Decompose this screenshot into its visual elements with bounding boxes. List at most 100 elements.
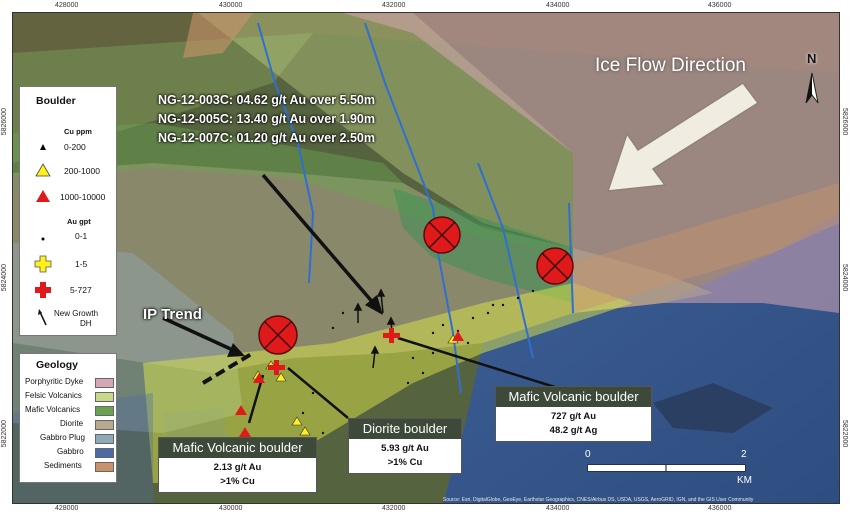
northing-tick-left: 5824000	[1, 264, 8, 292]
callout-leader	[287, 367, 349, 419]
geology-swatch	[95, 406, 114, 416]
callout-value: 48.2 g/t Ag	[549, 425, 598, 436]
boulder-legend: Boulder Cu ppm 0-200 200-1000 1000-10000…	[19, 86, 117, 336]
geology-item-label: Diorite	[60, 419, 84, 428]
geology-swatch	[95, 434, 114, 444]
geology-swatch	[95, 392, 114, 402]
map-frame: NG-12-003C: 04.62 g/t Au over 5.50m NG-1…	[12, 12, 840, 504]
geology-item-label: Sediments	[44, 461, 82, 470]
scale-end: 2	[741, 449, 747, 460]
ip-trend-label: IP Trend	[143, 306, 202, 323]
dh-label: New Growth	[54, 309, 99, 318]
geology-item: Felsic Volcanics	[20, 391, 116, 402]
cu-heading: Cu ppm	[64, 127, 92, 136]
geology-item: Diorite	[20, 419, 116, 430]
callout-mafic-volcanic-boulder-1: Mafic Volcanic boulder 2.13 g/t Au >1% C…	[158, 437, 317, 493]
northing-tick-right: 5822000	[841, 420, 848, 448]
north-arrow-icon	[805, 72, 819, 104]
geology-legend-title: Geology	[36, 359, 79, 371]
geology-item-label: Gabbro Plug	[40, 433, 85, 442]
geology-item: Gabbro Plug	[20, 433, 116, 444]
au-cross-samples	[268, 328, 400, 375]
ip-trend-line	[201, 351, 255, 385]
geology-item: Gabbro	[20, 447, 116, 458]
drill-result-line: NG-12-005C: 13.40 g/t Au over 1.90m	[158, 112, 375, 126]
red-cross-icon	[35, 282, 51, 298]
au-item-label: 0-1	[75, 231, 88, 241]
geology-swatch	[95, 448, 114, 458]
geology-swatch	[95, 420, 114, 430]
easting-tick-bottom: 432000	[382, 505, 406, 512]
northing-tick-right: 5824000	[841, 264, 848, 292]
callout-value: 5.93 g/t Au	[381, 443, 429, 454]
ice-flow-label: Ice Flow Direction	[595, 55, 746, 76]
stream-line	[477, 162, 534, 359]
small-triangle-icon	[40, 144, 46, 150]
callout-title: Mafic Volcanic boulder	[496, 387, 651, 407]
easting-tick-bottom: 430000	[219, 505, 243, 512]
callout-value: 727 g/t Au	[550, 411, 597, 422]
geology-item: Sediments	[20, 461, 116, 472]
lake-bay	[653, 383, 773, 433]
cu-item-label: 0-200	[64, 142, 86, 152]
ice-flow-arrow	[606, 81, 760, 192]
felsic-volcanics-south	[143, 283, 633, 483]
geology-swatch	[95, 462, 114, 472]
leader-arrow	[261, 173, 383, 315]
easting-tick-bottom: 434000	[546, 505, 570, 512]
boulder-legend-title: Boulder	[36, 95, 76, 107]
easting-tick-top: 436000	[708, 2, 732, 9]
drill-result-line: NG-12-003C: 04.62 g/t Au over 5.50m	[158, 93, 375, 107]
au-item-label: 1-5	[75, 259, 88, 269]
callout-title: Mafic Volcanic boulder	[159, 438, 316, 458]
easting-tick-top: 434000	[546, 2, 570, 9]
yellow-cross-icon	[34, 255, 52, 273]
sediments-unit	[183, 13, 253, 58]
sediments-east	[573, 183, 839, 313]
au-item-label: 5-727	[70, 285, 92, 295]
callout-mafic-volcanic-boulder-2: Mafic Volcanic boulder 727 g/t Au 48.2 g…	[495, 386, 652, 442]
geology-item-label: Porphyritic Dyke	[25, 377, 84, 386]
callout-value: 2.13 g/t Au	[213, 462, 262, 473]
geology-swatch	[95, 378, 114, 388]
ip-trend-arrow	[162, 316, 245, 357]
geology-item: Mafic Volcanics	[20, 405, 116, 416]
au-heading: Au gpt	[67, 217, 91, 226]
drill-target	[423, 216, 461, 254]
dot-icon	[41, 237, 45, 241]
callout-value: >1% Cu	[220, 476, 255, 487]
geology-legend: Geology Porphyritic Dyke Felsic Volcanic…	[19, 353, 117, 483]
northing-tick-left: 5826000	[1, 108, 8, 136]
easting-tick-top: 430000	[219, 2, 243, 9]
callout-value: >1% Cu	[387, 457, 423, 468]
geology-item-label: Mafic Volcanics	[25, 405, 81, 414]
geology-item: Porphyritic Dyke	[20, 377, 116, 388]
drill-target	[258, 315, 298, 355]
easting-tick-bottom: 428000	[55, 505, 79, 512]
stream-line	[257, 22, 315, 284]
yellow-triangle-icon	[35, 163, 51, 177]
drill-results: NG-12-003C: 04.62 g/t Au over 5.50m NG-1…	[158, 91, 375, 148]
easting-tick-top: 432000	[382, 2, 406, 9]
map-credit: Source: Esri, DigitalGlobe, GeoEye, Eart…	[443, 497, 754, 503]
red-triangle-icon	[36, 190, 50, 202]
geology-item-label: Gabbro	[57, 447, 84, 456]
drill-target	[536, 247, 574, 285]
northing-tick-right: 5826000	[841, 108, 848, 136]
geology-item-label: Felsic Volcanics	[25, 391, 82, 400]
northing-tick-left: 5822000	[1, 420, 8, 448]
north-label: N	[807, 51, 817, 66]
dh-label: DH	[80, 319, 92, 328]
scale-unit: KM	[737, 475, 752, 486]
new-growth-dh-icon	[38, 309, 47, 326]
stream-line	[364, 22, 462, 394]
easting-tick-top: 428000	[55, 2, 79, 9]
callout-diorite-boulder: Diorite boulder 5.93 g/t Au >1% Cu	[348, 418, 462, 474]
drill-result-line: NG-12-007C: 01.20 g/t Au over 2.50m	[158, 131, 375, 145]
easting-tick-bottom: 436000	[708, 505, 732, 512]
scale-start: 0	[585, 449, 591, 460]
cu-item-label: 1000-10000	[60, 192, 106, 202]
callout-leader	[397, 336, 559, 390]
porphyritic-dyke-unit	[343, 13, 839, 313]
cu-item-label: 200-1000	[64, 166, 100, 176]
